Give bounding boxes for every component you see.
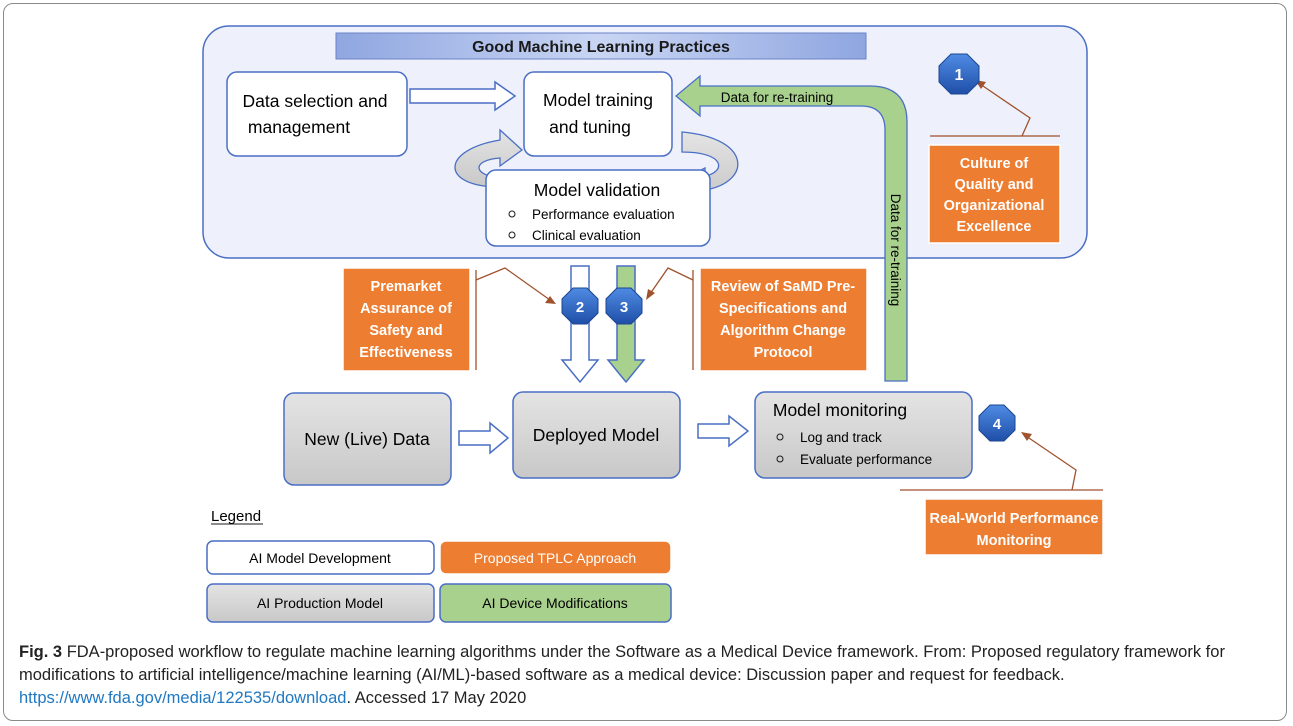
- figure-caption: Fig. 3 FDA-proposed workflow to regulate…: [19, 641, 1274, 710]
- model-validation-title: Model validation: [534, 180, 660, 200]
- culture-line: Culture of: [960, 156, 1029, 172]
- new-data-label: New (Live) Data: [304, 429, 430, 449]
- validation-item: Clinical evaluation: [532, 228, 641, 243]
- model-training-line1: Model training: [543, 90, 653, 110]
- new-data-box: [283, 392, 452, 486]
- model-validation-box: [485, 169, 711, 247]
- monitoring-item: Evaluate performance: [800, 452, 932, 467]
- legend-ai-production-model: [206, 583, 435, 623]
- bullet-icon: [508, 231, 516, 239]
- culture-line: Organizational: [944, 198, 1045, 214]
- connector-line: [979, 83, 1031, 137]
- real-world-line: Monitoring: [977, 533, 1052, 549]
- arrow-data-to-training: [409, 80, 517, 112]
- model-monitoring-box: [754, 391, 973, 479]
- review-line: Review of SaMD Pre-: [711, 279, 855, 295]
- bullet-icon: [508, 210, 516, 218]
- caption-accessed: . Accessed 17 May 2020: [346, 689, 527, 707]
- badge-4: [978, 404, 1016, 442]
- data-selection-line2: management: [248, 117, 350, 137]
- source-link[interactable]: https://www.fda.gov/media/122535/downloa…: [19, 689, 347, 707]
- culture-box: [928, 144, 1061, 244]
- retraining-label-h: Data for re-training: [721, 90, 834, 105]
- real-world-line: Real-World Performance: [930, 511, 1099, 527]
- premarket-line: Premarket: [371, 279, 442, 295]
- callout-arrowhead: [646, 289, 655, 300]
- deployed-model-label: Deployed Model: [533, 425, 659, 445]
- model-training-box: [523, 71, 673, 157]
- culture-line: Quality and: [955, 177, 1034, 193]
- arrow-deployed-to-monitoring: [697, 414, 750, 448]
- cycle-arrow-left: [454, 128, 524, 188]
- badge-3-label: 3: [620, 299, 628, 316]
- figure-label: Fig. 3: [19, 643, 63, 661]
- gmlp-title-bar: [335, 32, 867, 60]
- figure-frame: [3, 3, 1287, 721]
- bullet-icon: [776, 455, 784, 463]
- premarket-line: Effectiveness: [359, 345, 453, 361]
- legend-proposed-tplc-label: Proposed TPLC Approach: [474, 550, 636, 566]
- bullet-icon: [776, 433, 784, 441]
- legend-ai-device-modifications: [439, 583, 672, 623]
- culture-line: Excellence: [957, 219, 1032, 235]
- retraining-arrow: [674, 74, 908, 382]
- gmlp-title: Good Machine Learning Practices: [472, 39, 730, 56]
- callout-arrowhead: [545, 296, 556, 304]
- workflow-diagram: Good Machine Learning Practices Data sel…: [202, 25, 1104, 623]
- monitoring-item: Log and track: [800, 430, 882, 445]
- data-selection-box: [226, 71, 408, 157]
- validation-item: Performance evaluation: [532, 207, 675, 222]
- legend-ai-device-modifications-label: AI Device Modifications: [482, 595, 628, 611]
- badge-4-label: 4: [993, 416, 1002, 433]
- review-line: Specifications and: [719, 301, 847, 317]
- legend-proposed-tplc: [439, 540, 672, 575]
- callout-arrowhead: [1021, 432, 1032, 441]
- badge-2-label: 2: [576, 299, 584, 316]
- connector-line: [475, 267, 551, 301]
- review-box: [699, 267, 868, 372]
- review-line: Algorithm Change: [720, 323, 846, 339]
- legend-ai-model-development-label: AI Model Development: [249, 550, 391, 566]
- badge-2: [561, 287, 599, 325]
- badge-1-label: 1: [955, 67, 964, 84]
- connector-line: [1025, 435, 1077, 491]
- arrow-newdata-to-deployed: [458, 421, 510, 455]
- model-training-line2: and tuning: [549, 117, 631, 137]
- retraining-label-v: Data for re-training: [888, 194, 903, 307]
- premarket-box: [342, 267, 471, 372]
- real-world-box: [924, 498, 1104, 556]
- premarket-line: Assurance of: [360, 301, 452, 317]
- legend-title: Legend: [211, 508, 261, 525]
- badge-3: [605, 287, 643, 325]
- data-selection-line1: Data selection and: [243, 91, 388, 111]
- premarket-line: Safety and: [369, 323, 442, 339]
- model-monitoring-title: Model monitoring: [773, 400, 907, 420]
- badge-1: [938, 53, 980, 95]
- legend-ai-production-model-label: AI Production Model: [257, 595, 383, 611]
- legend-ai-model-development: [206, 540, 435, 575]
- connector-line: [649, 267, 694, 295]
- caption-text: FDA-proposed workflow to regulate machin…: [19, 643, 1225, 684]
- deployed-model-box: [512, 391, 681, 479]
- review-line: Protocol: [754, 345, 813, 361]
